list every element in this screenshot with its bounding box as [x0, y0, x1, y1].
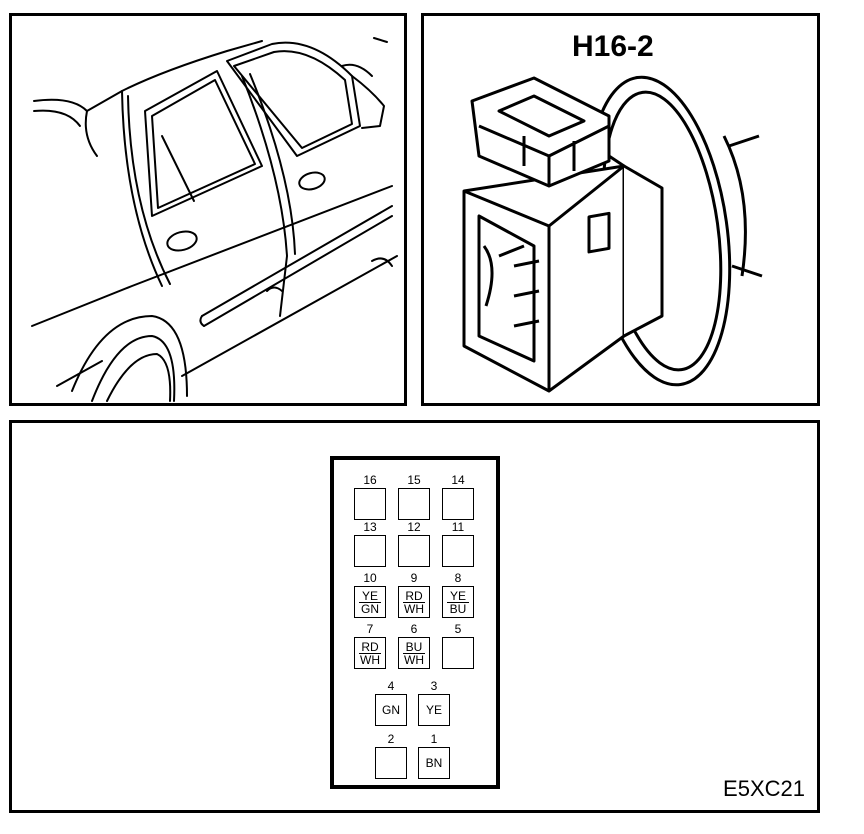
connector-illustration-panel: H16-2	[421, 13, 820, 406]
connector-housing-illustration	[462, 75, 763, 393]
pin-number: 8	[454, 571, 462, 585]
wire-color-label: BN	[425, 756, 443, 770]
wire-color-label: RD	[359, 641, 381, 654]
pin-cavity	[398, 488, 430, 520]
pin-number: 12	[407, 520, 421, 534]
pin-cavity	[442, 637, 474, 669]
wire-color-label: BU	[403, 641, 425, 654]
wire-color-label: YE	[425, 703, 442, 717]
wire-color-label: WH	[404, 652, 424, 667]
pin-number: 6	[410, 622, 418, 636]
wire-color-label: RD	[403, 590, 425, 603]
pin-number: 3	[430, 679, 438, 693]
wire-color-label: GN	[382, 703, 400, 717]
pin-number: 9	[410, 571, 418, 585]
car-rear-door-illustration	[31, 37, 398, 402]
pin-cavity: GN	[375, 694, 407, 726]
pin-number: 1	[430, 732, 438, 746]
diagram-code: E5XC21	[723, 776, 805, 801]
pin-cavity	[442, 535, 474, 567]
pin-number: 2	[387, 732, 395, 746]
wire-color-label: GN	[361, 601, 379, 616]
pin-number: 14	[451, 473, 465, 487]
pin-cavity	[354, 535, 386, 567]
pin-number: 13	[363, 520, 377, 534]
pin-cavity	[354, 488, 386, 520]
wire-color-label: YE	[447, 590, 469, 603]
wire-color-label: WH	[360, 652, 380, 667]
wire-color-label: BU	[449, 601, 467, 616]
connector-title: H16-2	[572, 30, 654, 63]
pin-number: 11	[451, 520, 465, 534]
pin-cavity: YE	[418, 694, 450, 726]
pin-number: 10	[363, 571, 377, 585]
pin-cavity	[375, 747, 407, 779]
pin-number: 15	[407, 473, 421, 487]
wire-color-label: YE	[359, 590, 381, 603]
pin-number: 5	[454, 622, 462, 636]
car-location-panel	[9, 13, 407, 406]
wire-color-label: WH	[404, 601, 424, 616]
pin-number: 7	[366, 622, 374, 636]
pin-cavity	[398, 535, 430, 567]
pin-cavity	[442, 488, 474, 520]
pin-cavity: BN	[418, 747, 450, 779]
pin-number: 16	[363, 473, 377, 487]
pin-number: 4	[387, 679, 395, 693]
